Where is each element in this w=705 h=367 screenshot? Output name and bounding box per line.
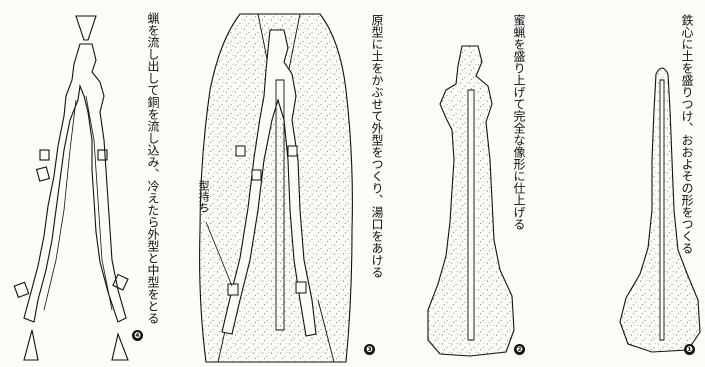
callout-label-chaplet: 型持ち bbox=[196, 180, 210, 213]
bronze-shell bbox=[24, 44, 126, 322]
figure-step-2 bbox=[428, 46, 514, 356]
caption-step-1: 鉄心に土を盛りつけ、おおよその形をつくる bbox=[680, 14, 694, 254]
step-number-4: ❹ bbox=[132, 330, 143, 341]
caption-step-2: 蜜蝋を盛り上げて完全な像形に仕上げる bbox=[512, 14, 526, 230]
caption-step-3: 原型に土をかぶせて外型をつくり、湯口をあける bbox=[370, 14, 384, 278]
chaplet bbox=[228, 284, 238, 295]
core-cavity-left bbox=[44, 100, 76, 310]
sprue-cup-top bbox=[76, 16, 96, 40]
chaplet-piece bbox=[40, 150, 49, 160]
chaplet-piece bbox=[37, 167, 50, 181]
sprue-piece bbox=[112, 334, 128, 360]
caption-step-4: 蝋を流し出して銅を流し込み、冷えたら外型と中型をとる bbox=[146, 12, 160, 324]
figure-step-3 bbox=[200, 14, 353, 362]
chaplet bbox=[252, 170, 261, 180]
chaplet bbox=[288, 146, 297, 156]
step-number-3: ❸ bbox=[364, 344, 375, 355]
iron-core bbox=[468, 90, 474, 340]
sprue-piece bbox=[24, 330, 38, 360]
step-number-1: ❶ bbox=[684, 344, 695, 355]
chaplet bbox=[296, 282, 306, 293]
step-number-2: ❷ bbox=[514, 344, 525, 355]
iron-core bbox=[660, 80, 664, 340]
chaplet bbox=[236, 146, 245, 156]
figure-step-4 bbox=[14, 16, 128, 360]
chaplet-piece bbox=[14, 282, 28, 297]
